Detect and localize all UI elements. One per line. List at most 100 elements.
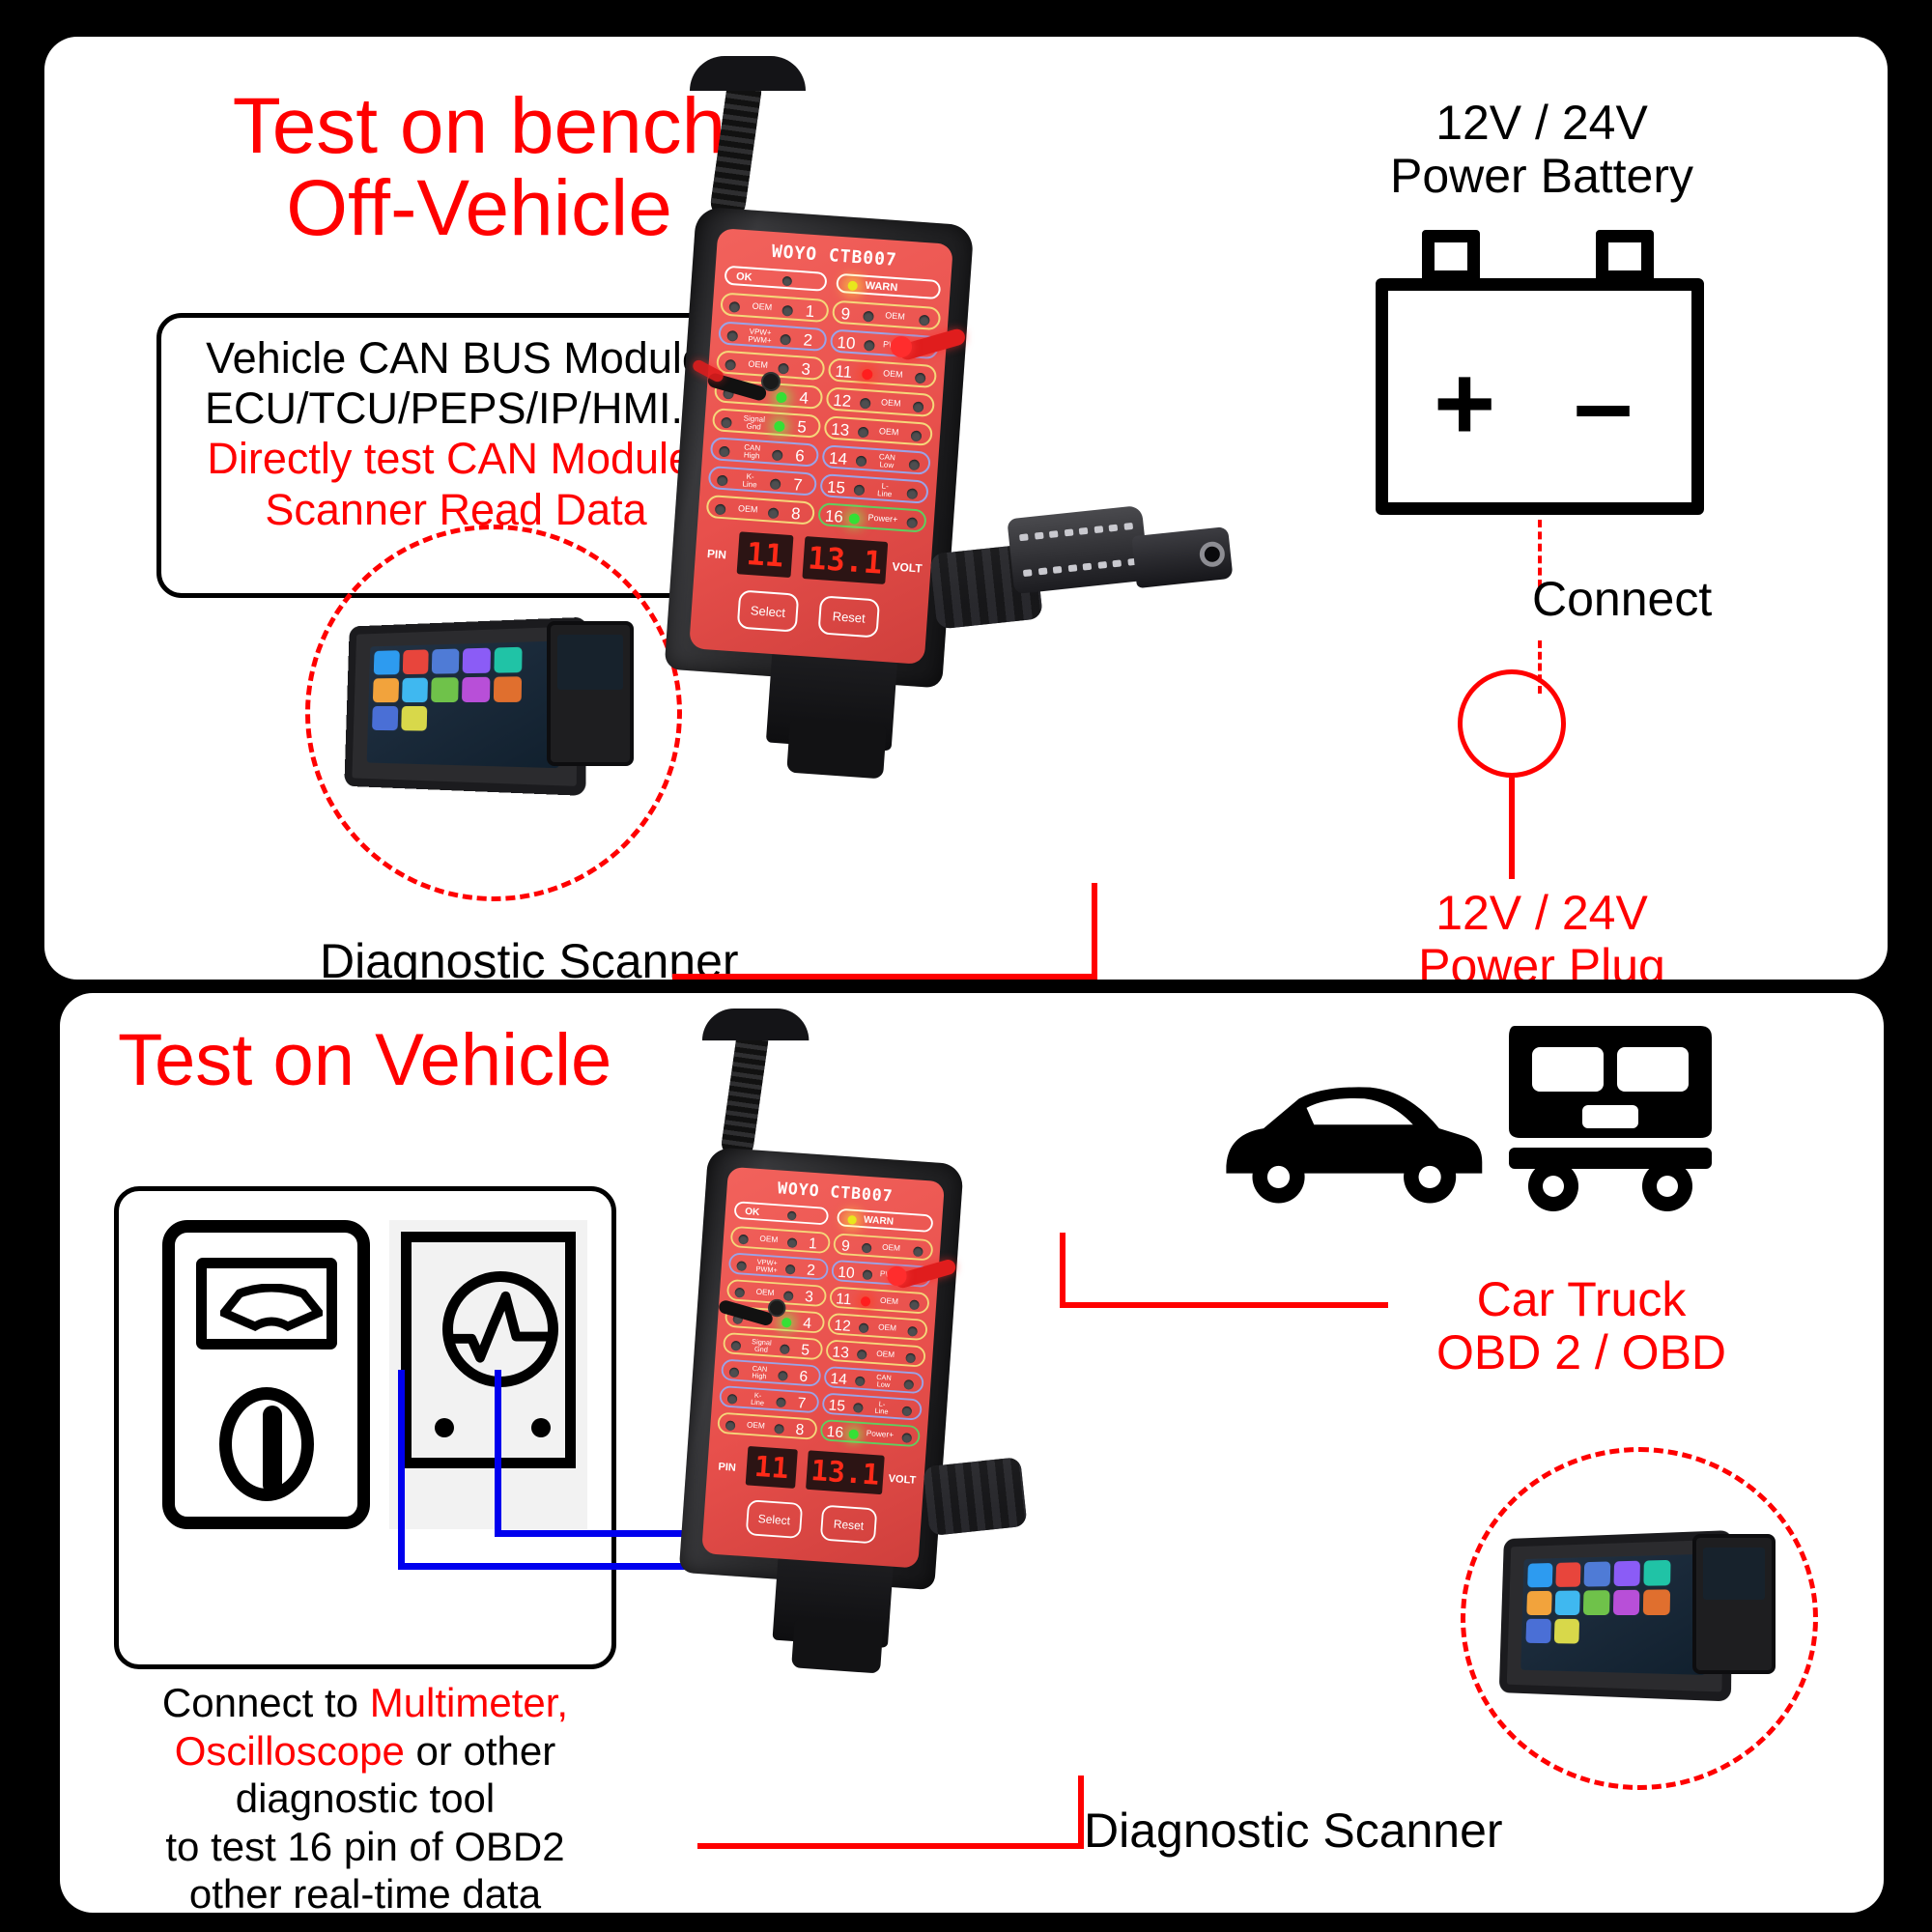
diagnostic-scanner-photo-2 bbox=[1461, 1447, 1818, 1790]
ok-indicator-row: OK bbox=[724, 265, 828, 292]
select-button-2[interactable]: Select bbox=[745, 1499, 804, 1539]
pin-14-number: 14 bbox=[828, 448, 848, 469]
obd-extension-arm-2 bbox=[923, 1457, 1028, 1537]
pin-6-led-a-b bbox=[728, 1367, 740, 1378]
pin-6-name: CAN High bbox=[743, 442, 761, 461]
pin-14-led-b bbox=[908, 459, 921, 471]
pin-10-led-a bbox=[864, 339, 875, 352]
pin-9-name: OEM bbox=[885, 310, 906, 322]
blue-wire-left-horizontal bbox=[398, 1563, 792, 1570]
pin-6-number-b: 6 bbox=[798, 1367, 809, 1385]
pin-1-name: OEM bbox=[752, 300, 773, 313]
device-cable bbox=[708, 71, 764, 222]
pin-11-led-b-b bbox=[909, 1299, 920, 1311]
pin-11-number: 11 bbox=[834, 361, 853, 383]
pin-row-5-b: Signal Gnd 5 bbox=[722, 1331, 824, 1361]
desc-l3: diagnostic tool bbox=[235, 1776, 496, 1822]
pin-row-2: VPW+ PWM+ 2 bbox=[718, 321, 828, 353]
multimeter-display bbox=[196, 1258, 337, 1350]
pin-7-led-b-b bbox=[776, 1397, 786, 1408]
pin-16-name: Power+ bbox=[867, 512, 898, 525]
desc-l2a: Oscilloscope bbox=[174, 1727, 405, 1774]
battery-body bbox=[1376, 278, 1704, 515]
tablet-screen bbox=[366, 640, 561, 768]
red-probe-tip bbox=[891, 336, 912, 357]
pin-1-number: 1 bbox=[805, 301, 815, 322]
multimeter-rotary-dial bbox=[219, 1387, 314, 1501]
pin-3-number-b: 3 bbox=[804, 1288, 814, 1306]
ok-led bbox=[781, 275, 793, 287]
pin-14-led-a bbox=[855, 455, 867, 468]
pin-row-14: 14 CAN Low bbox=[821, 444, 931, 475]
cable-ribs bbox=[708, 71, 764, 222]
pin-11-led-b bbox=[914, 372, 926, 384]
scanner-highlight-circle-2 bbox=[1461, 1447, 1818, 1790]
pin-7-name-b: K- Line bbox=[750, 1391, 765, 1407]
top-panel: Test on bench Off-Vehicle Vehicle CAN BU… bbox=[44, 37, 1888, 980]
car-truck-leader-horizontal bbox=[1060, 1302, 1388, 1308]
pin-8-led-b bbox=[767, 507, 780, 520]
pin-row-8-b: OEM 8 bbox=[717, 1411, 818, 1440]
pin-14-name: CAN Low bbox=[878, 452, 896, 470]
pin-3-number: 3 bbox=[800, 359, 811, 380]
pin-9-number: 9 bbox=[839, 304, 851, 324]
reset-button[interactable]: Reset bbox=[817, 595, 881, 639]
power-plug-label: 12V / 24V Power Plug bbox=[1418, 886, 1665, 980]
pin-2-led-b bbox=[780, 333, 791, 346]
pin-12-name-b: OEM bbox=[877, 1321, 897, 1333]
pin-5-led-b-b bbox=[779, 1344, 790, 1355]
pin-4-number: 4 bbox=[798, 388, 810, 408]
callout-line-2: ECU/TCU/PEPS/IP/HMI... bbox=[204, 384, 708, 434]
ctb007-device-bottom: WOYO CTB007 OK WARN OEM 1 bbox=[668, 993, 1041, 1800]
black-probe-tip bbox=[761, 372, 781, 391]
pin-13-name-b: OEM bbox=[875, 1349, 895, 1359]
pin-9-name-b: OEM bbox=[881, 1242, 901, 1253]
ctb007-device-top: WOYO CTB007 OK WARN OEM bbox=[653, 46, 1059, 954]
pin-2-led-b-b bbox=[784, 1264, 796, 1275]
car-icon bbox=[1226, 1087, 1483, 1204]
pin-column-right-2: 9 OEM 10 PWM- 11 OEM bbox=[819, 1233, 934, 1448]
oscilloscope-icon bbox=[389, 1220, 587, 1529]
pin-display-2: 11 bbox=[745, 1445, 798, 1489]
pin-row-11: 11 OEM bbox=[827, 357, 938, 389]
pin-13-number-b: 13 bbox=[831, 1343, 850, 1362]
cable-ribs-2 bbox=[719, 1022, 771, 1162]
pin-2-led-a-b bbox=[736, 1261, 748, 1272]
warn-label-2: WARN bbox=[863, 1214, 895, 1228]
reset-button-2[interactable]: Reset bbox=[819, 1504, 878, 1545]
pin-11-led-a bbox=[861, 368, 873, 381]
pin-1-led-b-b bbox=[786, 1237, 798, 1249]
volt-display-label: VOLT bbox=[892, 559, 923, 576]
pin-column-left: OEM 1 VPW+ PWM+ 2 OEM 3 bbox=[705, 292, 830, 526]
pin-2-number-b: 2 bbox=[806, 1261, 816, 1279]
pin-13-led-b bbox=[910, 430, 923, 442]
select-button[interactable]: Select bbox=[736, 589, 800, 633]
battery-plus-terminal: + bbox=[1434, 344, 1496, 463]
ok-label-2: OK bbox=[744, 1206, 760, 1218]
pin-8-led-a-b bbox=[724, 1420, 736, 1432]
pin-9-led-a bbox=[863, 310, 874, 323]
pin-5-led-a-b bbox=[730, 1340, 742, 1351]
scanner-leader-line-1 bbox=[672, 974, 1097, 980]
scanner-label-1: Diagnostic Scanner bbox=[320, 934, 739, 980]
pin-14-led-b-b bbox=[903, 1379, 915, 1390]
pin-row-14-b: 14 CAN Low bbox=[823, 1365, 924, 1395]
scanner-leader-line-1b bbox=[1092, 883, 1097, 980]
pin-3-led-a bbox=[724, 358, 737, 371]
pin-15-led-a bbox=[853, 484, 866, 497]
pin-11-name: OEM bbox=[882, 368, 903, 380]
pin-11-led-a-b bbox=[860, 1295, 871, 1307]
device-cable-2 bbox=[719, 1022, 771, 1162]
pin-8-name: OEM bbox=[737, 503, 758, 515]
pin-row-12: 12 OEM bbox=[825, 386, 936, 418]
gauge-needle-icon bbox=[220, 1284, 323, 1332]
pin-row-1-b: OEM 1 bbox=[729, 1225, 831, 1255]
vci-screen bbox=[557, 634, 623, 690]
pin-7-led-a bbox=[716, 474, 728, 487]
pin-9-led-b-b bbox=[912, 1246, 923, 1258]
pin-2-name: VPW+ PWM+ bbox=[748, 327, 772, 346]
pin-1-name-b: OEM bbox=[759, 1234, 779, 1244]
device-obd-tab-2 bbox=[791, 1618, 884, 1674]
volt-display: 13.1 bbox=[802, 536, 889, 584]
